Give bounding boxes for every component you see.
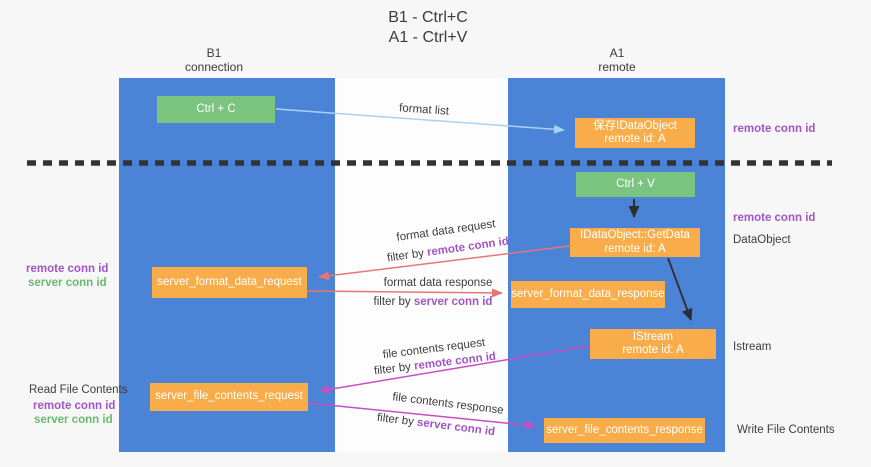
node-server-file-contents-request-label: server_file_contents_request <box>155 390 303 403</box>
annotation-write-file-contents: Write File Contents <box>737 424 835 436</box>
edge-label-filter-server-1: filter by server conn id <box>374 296 493 308</box>
node-save-idataobject-line2: remote id: A <box>604 133 666 145</box>
annotation-remote-conn-id-left-1: remote conn id <box>26 263 109 275</box>
node-istream: IStream remote id: A <box>590 329 716 359</box>
title-line-1: B1 - Ctrl+C <box>388 9 468 26</box>
node-getdata-line2: remote id: A <box>604 242 666 255</box>
node-ctrl-v: Ctrl + V <box>576 172 695 197</box>
lane-a1-role: remote <box>598 60 636 74</box>
annotation-server-conn-id-left-1: server conn id <box>28 277 107 289</box>
annotation-remote-conn-id-left-2: remote conn id <box>33 400 116 412</box>
node-server-format-data-request-label: server_format_data_request <box>157 275 302 288</box>
diagram-title: B1 - Ctrl+C A1 - Ctrl+V <box>388 8 468 48</box>
node-server-format-data-response: server_format_data_response <box>511 281 665 308</box>
annotation-istream: Istream <box>733 341 772 353</box>
node-ctrl-c-label: Ctrl + C <box>196 102 236 115</box>
annotation-server-conn-id-left-2: server conn id <box>34 414 113 426</box>
node-ctrl-v-label: Ctrl + V <box>616 177 655 190</box>
lane-header-b1: B1 connection <box>185 46 243 74</box>
node-istream-line1: IStream <box>632 330 674 343</box>
node-istream-line2: remote id: A <box>622 344 684 356</box>
node-save-idataobject-line1: 保存IDataObject <box>593 119 677 132</box>
annotation-read-file-contents: Read File Contents <box>29 384 128 396</box>
node-server-file-contents-response: server_file_contents_response <box>544 418 705 443</box>
title-line-2: A1 - Ctrl+V <box>388 29 468 46</box>
edge-label-format-data-response: format data response <box>383 277 493 289</box>
lane-b1-role: connection <box>184 60 244 74</box>
node-server-format-data-request: server_format_data_request <box>152 267 307 298</box>
server-conn-id-text: server conn id <box>413 296 493 308</box>
node-server-file-contents-response-label: server_file_contents_response <box>546 423 703 436</box>
lane-a1-name: A1 <box>609 46 625 60</box>
annotation-dataobject: DataObject <box>733 234 791 246</box>
annotation-remote-conn-id-top-right: remote conn id <box>733 123 816 135</box>
node-getdata-line1: IDataObject::GetData <box>580 229 690 241</box>
node-server-format-data-response-label: server_format_data_response <box>511 287 665 300</box>
node-idataobject-getdata: IDataObject::GetData remote id: A <box>570 228 700 257</box>
node-server-file-contents-request: server_file_contents_request <box>150 383 308 411</box>
lane-b1-name: B1 <box>206 46 222 60</box>
lane-header-a1: A1 remote <box>598 46 635 74</box>
filter-by-text: filter by <box>373 296 411 308</box>
node-ctrl-c: Ctrl + C <box>157 96 275 123</box>
node-save-idataobject: 保存IDataObject remote id: A <box>575 118 695 148</box>
annotation-remote-conn-id-right: remote conn id <box>733 212 816 224</box>
